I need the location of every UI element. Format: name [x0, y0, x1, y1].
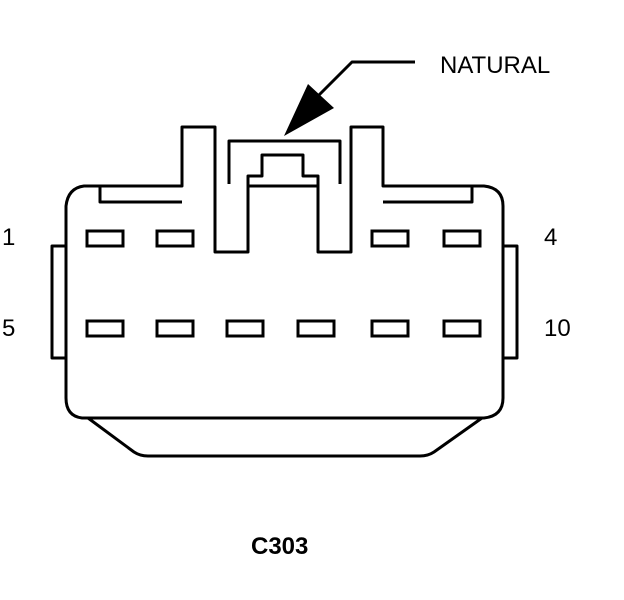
pin-label-4: 4: [544, 224, 557, 251]
lock-tab-center: [246, 153, 320, 186]
color-label: NATURAL: [440, 52, 550, 79]
pin-cavity: [85, 229, 125, 248]
connector-id: C303: [251, 533, 308, 560]
body-inner-top-left: [98, 186, 182, 204]
pin-cavity: [442, 229, 482, 248]
pin-label-10: 10: [544, 315, 571, 342]
connector-bottom-skirt: [87, 416, 483, 458]
leader-arrowhead: [284, 84, 334, 136]
pin-cavity: [155, 229, 195, 248]
connector-body: [64, 125, 505, 420]
pin-label-5: 5: [2, 315, 15, 342]
body-inner-top-right: [383, 186, 474, 204]
side-latch-left: [50, 244, 68, 360]
pin-cavity: [442, 319, 482, 338]
pin-cavity: [370, 319, 410, 338]
pin-cavity: [225, 319, 265, 338]
pin-row-bottom: [85, 319, 482, 338]
pin-label-1: 1: [2, 224, 15, 251]
pin-row-top: [85, 229, 482, 248]
pin-cavity: [155, 319, 195, 338]
pin-cavity: [296, 319, 336, 338]
connector-lock-tab: [227, 139, 342, 184]
pin-cavity: [370, 229, 410, 248]
leader-line: [316, 60, 415, 98]
pin-cavity: [85, 319, 125, 338]
side-latch-right: [501, 244, 519, 360]
